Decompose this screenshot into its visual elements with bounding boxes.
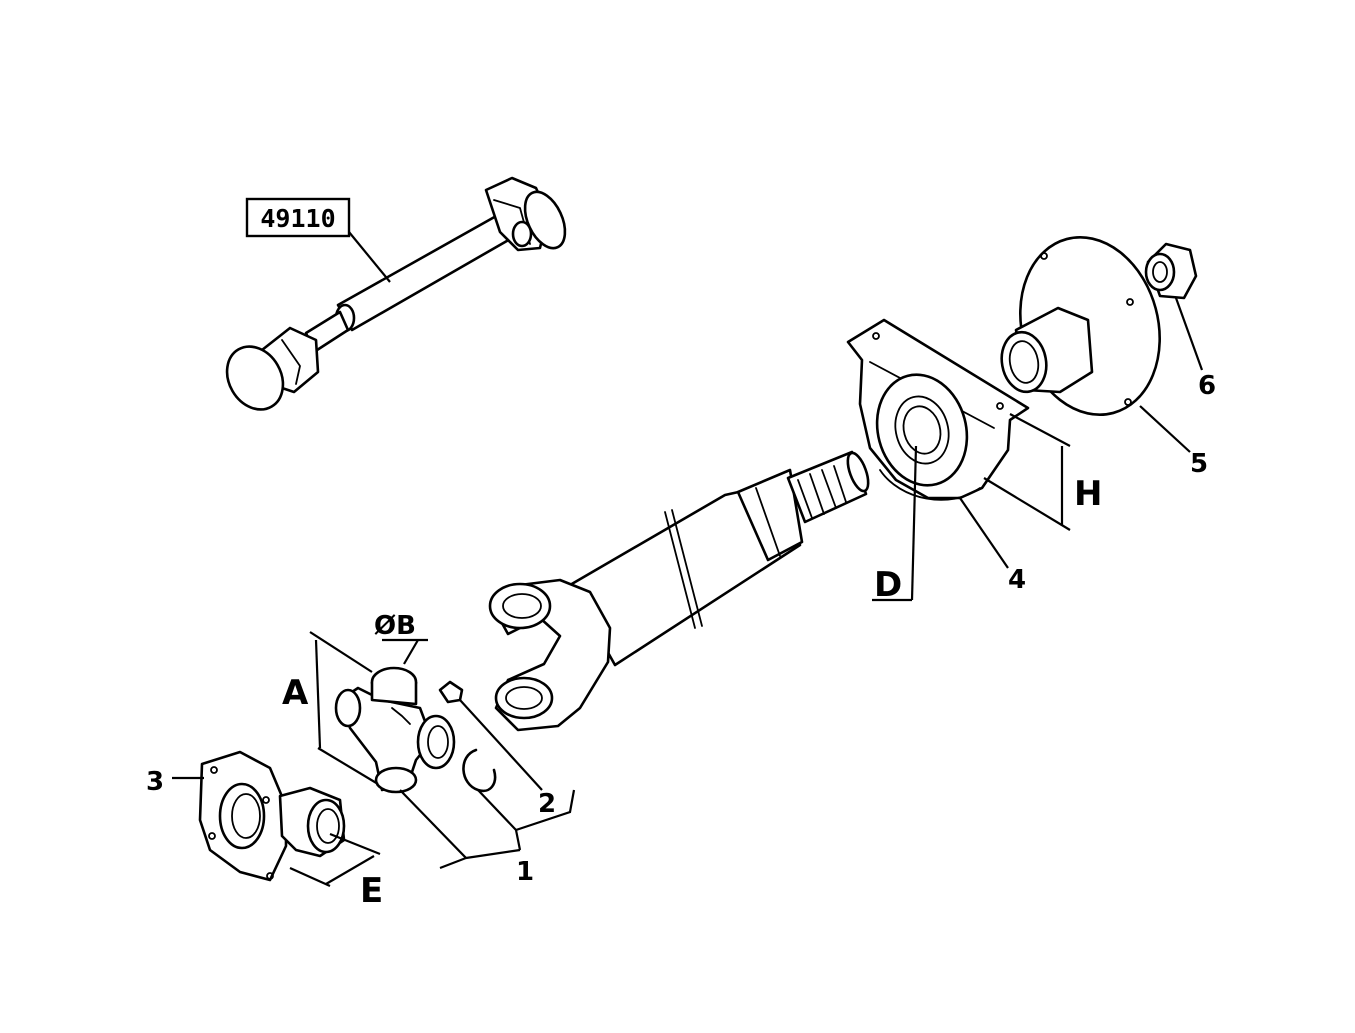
callout-2: 2	[538, 789, 556, 819]
callout-4: 4	[1008, 565, 1026, 595]
reference-number-box: 49110	[245, 197, 391, 283]
center-bearing-support	[846, 318, 1030, 501]
svg-text:D: D	[874, 565, 902, 605]
callout-5: 5	[1190, 449, 1208, 479]
companion-flange	[1000, 236, 1161, 416]
callout-leaders	[172, 297, 1204, 870]
callout-numbers: 1 2 3 4 5 6	[146, 371, 1216, 887]
svg-text:49110: 49110	[260, 204, 335, 233]
svg-text:E: E	[360, 871, 383, 911]
shaft-with-yoke	[488, 450, 870, 732]
svg-text:A: A	[282, 673, 309, 713]
grease-nipple	[438, 680, 464, 704]
dimension-d: D	[872, 445, 918, 605]
callout-1: 1	[516, 857, 534, 887]
svg-text:ØB: ØB	[374, 611, 416, 641]
svg-text:H: H	[1074, 474, 1102, 514]
snap-ring	[462, 748, 497, 793]
universal-joint-cross	[334, 666, 456, 794]
flange-nut	[1144, 242, 1198, 300]
dimension-b: ØB	[374, 611, 428, 665]
callout-6: 6	[1198, 371, 1216, 401]
callout-3: 3	[146, 767, 164, 797]
dimension-h: H	[983, 413, 1102, 531]
flange-yoke	[198, 750, 346, 882]
dimension-a: A	[282, 631, 379, 785]
assembly-shaft-overview	[225, 176, 567, 411]
dimension-e: E	[289, 832, 383, 911]
